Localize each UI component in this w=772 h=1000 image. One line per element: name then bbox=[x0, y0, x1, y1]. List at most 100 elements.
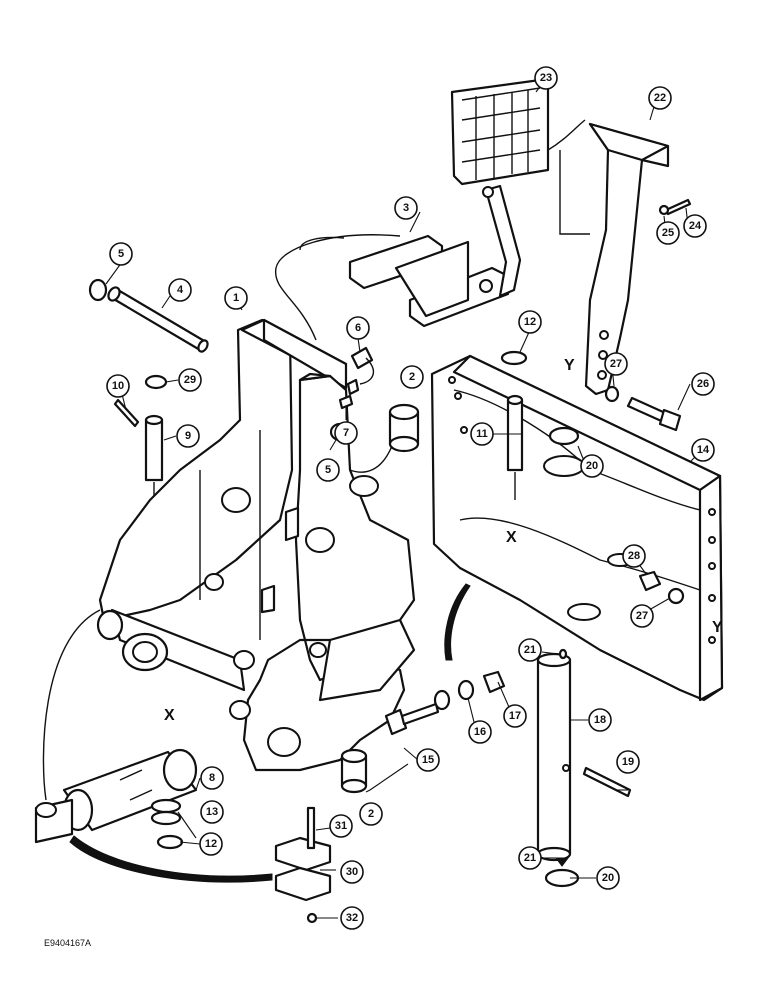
callout-12a: 12 bbox=[518, 310, 542, 334]
callout-5b: 5 bbox=[316, 458, 340, 482]
callout-label-31: 31 bbox=[335, 820, 347, 832]
washer-part-27a bbox=[604, 385, 620, 403]
bolt-part-31 bbox=[306, 806, 316, 850]
callout-21a: 21 bbox=[518, 638, 542, 662]
callout-23: 23 bbox=[534, 66, 558, 90]
assembly-arrow-1 bbox=[444, 583, 471, 661]
pedal-linkage-part bbox=[299, 184, 522, 328]
callout-label-24: 24 bbox=[689, 220, 702, 232]
callout-21b: 21 bbox=[518, 846, 542, 870]
callout-label-5a: 5 bbox=[118, 248, 124, 260]
callout-25: 25 bbox=[656, 221, 680, 245]
callout-label-26: 26 bbox=[697, 378, 709, 390]
callout-label-15: 15 bbox=[422, 754, 434, 766]
connection-mark-y-bracket: Y bbox=[564, 357, 575, 374]
cap-part-29 bbox=[144, 374, 168, 390]
callout-label-9: 9 bbox=[185, 430, 191, 442]
snap-ring-part-5a bbox=[88, 278, 108, 302]
callout-label-17: 17 bbox=[509, 710, 521, 722]
callout-14: 14 bbox=[691, 438, 715, 462]
washer-part-13a bbox=[150, 798, 182, 814]
callout-16: 16 bbox=[468, 720, 492, 744]
callout-17: 17 bbox=[503, 704, 527, 728]
callout-label-10: 10 bbox=[112, 380, 124, 392]
callout-8: 8 bbox=[200, 766, 224, 790]
pin-part-9 bbox=[144, 414, 164, 482]
callout-28: 28 bbox=[622, 544, 646, 568]
callout-label-29: 29 bbox=[184, 374, 196, 386]
callout-2a: 2 bbox=[400, 365, 424, 389]
callout-label-23: 23 bbox=[540, 72, 552, 84]
nut-part-28 bbox=[638, 570, 662, 592]
callout-label-20b: 20 bbox=[602, 872, 614, 884]
bolt-part-24 bbox=[658, 198, 692, 216]
pivot-pin-part-4 bbox=[107, 286, 209, 353]
callout-label-7: 7 bbox=[343, 427, 349, 439]
washer-part-13b bbox=[150, 810, 182, 826]
callout-label-12a: 12 bbox=[524, 316, 536, 328]
cylinder-guide-line bbox=[42, 609, 101, 801]
fitting-part-21b bbox=[555, 857, 569, 867]
callout-9: 9 bbox=[176, 424, 200, 448]
callout-label-16: 16 bbox=[474, 726, 486, 738]
callout-label-19: 19 bbox=[622, 756, 634, 768]
callout-label-3: 3 bbox=[403, 202, 409, 214]
roll-pin-part-10 bbox=[113, 398, 140, 428]
callout-label-28: 28 bbox=[628, 550, 640, 562]
guide-line bbox=[275, 234, 401, 341]
callout-label-11: 11 bbox=[476, 428, 488, 440]
pin-part-11 bbox=[506, 394, 524, 500]
callout-32: 32 bbox=[340, 906, 364, 930]
bolt-part-26 bbox=[626, 396, 682, 432]
roll-pin-part-19 bbox=[582, 766, 632, 798]
grease-fitting-part-6 bbox=[350, 346, 375, 385]
nut-part-32 bbox=[306, 912, 318, 924]
snap-ring-part-12b bbox=[156, 834, 184, 850]
callout-label-1: 1 bbox=[233, 292, 239, 304]
snap-ring-part-12a bbox=[500, 350, 528, 366]
callout-label-6: 6 bbox=[355, 322, 361, 334]
callout-label-2b: 2 bbox=[368, 808, 374, 820]
callout-label-27a: 27 bbox=[610, 358, 622, 370]
callout-label-8: 8 bbox=[209, 772, 215, 784]
assembly-arrow-2 bbox=[69, 835, 273, 883]
callout-5a: 5 bbox=[109, 242, 133, 266]
callout-27b: 27 bbox=[630, 604, 654, 628]
callout-label-20a: 20 bbox=[586, 460, 598, 472]
connection-mark-x-cylinder: X bbox=[164, 707, 175, 724]
control-valve-part bbox=[450, 78, 586, 186]
callout-19: 19 bbox=[616, 750, 640, 774]
callout-13: 13 bbox=[200, 800, 224, 824]
plug-part-7 bbox=[338, 394, 354, 410]
callout-4: 4 bbox=[168, 278, 192, 302]
callout-label-27b: 27 bbox=[636, 610, 648, 622]
callout-label-5b: 5 bbox=[325, 464, 331, 476]
callout-27a: 27 bbox=[604, 352, 628, 376]
callout-31: 31 bbox=[329, 814, 353, 838]
snap-ring-part-20a bbox=[548, 426, 580, 446]
callout-label-12b: 12 bbox=[205, 838, 217, 850]
callout-15: 15 bbox=[416, 748, 440, 772]
callout-30: 30 bbox=[340, 860, 364, 884]
pin-part-18 bbox=[536, 652, 572, 862]
nut-part-17 bbox=[482, 670, 506, 694]
callout-18: 18 bbox=[588, 708, 612, 732]
figure-id: E9404167A bbox=[44, 938, 91, 948]
fitting-part-21a bbox=[558, 648, 568, 660]
washer-part-27b bbox=[667, 587, 685, 605]
callout-1: 1 bbox=[224, 286, 248, 310]
callout-label-4: 4 bbox=[177, 284, 184, 296]
bushing-part-2b bbox=[340, 748, 368, 794]
callout-2b: 2 bbox=[359, 802, 383, 826]
callout-label-22: 22 bbox=[654, 92, 666, 104]
callout-22: 22 bbox=[648, 86, 672, 110]
washer-part-16b bbox=[457, 679, 475, 701]
callout-label-18: 18 bbox=[594, 714, 606, 726]
callout-26: 26 bbox=[691, 372, 715, 396]
callout-label-14: 14 bbox=[697, 444, 710, 456]
swing-frame-part bbox=[430, 354, 724, 702]
callout-11: 11 bbox=[470, 422, 494, 446]
callout-6: 6 bbox=[346, 316, 370, 340]
callout-29: 29 bbox=[178, 368, 202, 392]
